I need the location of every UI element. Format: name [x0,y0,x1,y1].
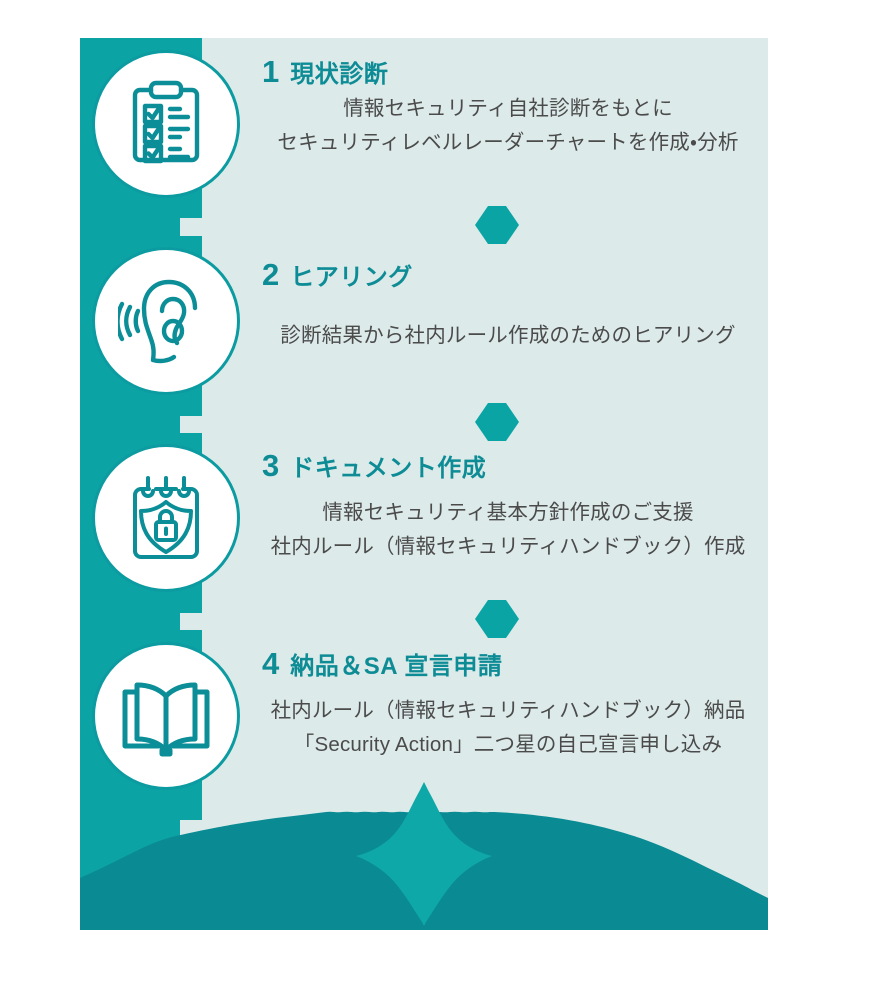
step-2-icon-circle [92,247,240,395]
step-3-line-2: 社内ルール（情報セキュリティハンドブック）作成 [270,534,746,558]
step-1-line-2: セキュリティレベルレーダーチャートを作成・分析 [277,130,739,154]
step-2-heading: 2 ヒアリング [262,259,768,291]
step-4-line-2: 「Security Action」二つ星の自己宣言申し込み [293,732,723,756]
step-2-number: 2 [262,257,280,292]
step-1-text-block: 1 現状診断 情報セキュリティ自社診断をもとに セキュリティレベルレーダーチャー… [248,56,768,159]
clipboard-checklist-icon [118,76,214,172]
diamond-separator-3-4 [474,599,520,639]
step-1-number: 1 [262,54,280,89]
step-4-description: 社内ルール（情報セキュリティハンドブック）納品 「Security Action… [248,694,768,760]
step-3-line-1: 情報セキュリティ基本方針作成のご支援 [322,501,694,525]
step-2-text-block: 2 ヒアリング 診断結果から社内ルール作成のためのヒアリング [248,259,768,353]
mountain-silhouette [80,740,768,930]
open-book-icon [116,666,216,766]
ear-listening-icon [118,273,214,369]
notepad-shield-lock-icon [118,470,214,566]
step-2-title: ヒアリング [290,264,413,291]
step-1-icon-circle [92,50,240,198]
flow-panel: 1 現状診断 情報セキュリティ自社診断をもとに セキュリティレベルレーダーチャー… [80,38,768,930]
step-2-line-1: 診断結果から社内ルール作成のためのヒアリング [280,324,736,348]
step-1-description: 情報セキュリティ自社診断をもとに セキュリティレベルレーダーチャートを作成・分析 [248,92,768,158]
step-1-line-1: 情報セキュリティ自社診断をもとに [343,97,673,121]
step-3-text-block: 3 ドキュメント作成 情報セキュリティ基本方針作成のご支援 社内ルール（情報セキ… [248,450,768,563]
step-4-text-block: 4 納品＆SA 宣言申請 社内ルール（情報セキュリティハンドブック）納品 「Se… [248,648,768,761]
step-4-heading: 4 納品＆SA 宣言申請 [262,648,768,680]
step-4-line-1: 社内ルール（情報セキュリティハンドブック）納品 [270,699,746,723]
step-3-heading: 3 ドキュメント作成 [262,450,768,482]
step-3-title: ドキュメント作成 [290,455,487,482]
step-3-description: 情報セキュリティ基本方針作成のご支援 社内ルール（情報セキュリティハンドブック）… [248,496,768,562]
step-1-heading: 1 現状診断 [262,56,768,88]
step-3-icon-circle [92,444,240,592]
diamond-separator-1-2 [474,205,520,245]
diamond-separator-2-3 [474,402,520,442]
step-3-number: 3 [262,448,280,483]
step-4-icon-circle [92,642,240,790]
step-4-number: 4 [262,646,280,681]
step-1-title: 現状診断 [290,61,389,88]
step-2-description: 診断結果から社内ルール作成のためのヒアリング [248,319,768,352]
step-4-title: 納品＆SA 宣言申請 [290,653,503,680]
